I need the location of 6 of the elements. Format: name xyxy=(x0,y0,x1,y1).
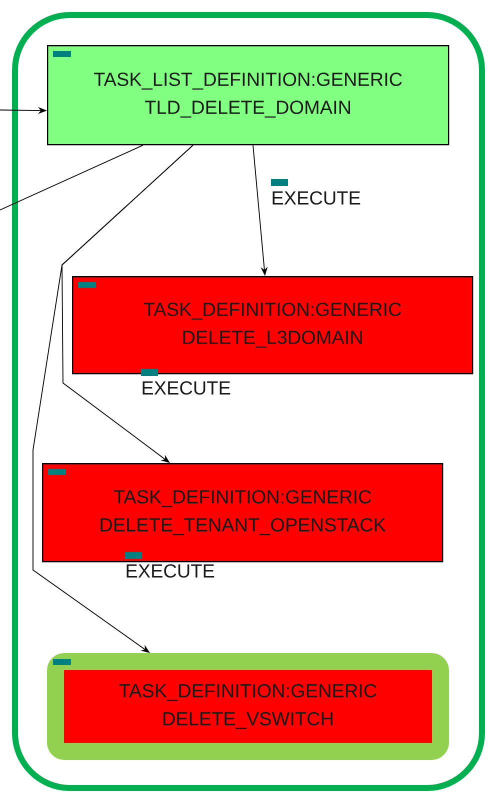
task-list-box: TASK_LIST_DEFINITION:GENERIC TLD_DELETE_DOMAIN xyxy=(47,45,450,146)
task-box: TASK_DEFINITION:GENERIC DELETE_L3DOMAIN xyxy=(72,276,474,374)
task-box: TASK_DEFINITION:GENERIC DELETE_VSWITCH xyxy=(47,653,449,760)
edge-label: EXECUTE xyxy=(270,179,362,206)
arrow xyxy=(32,144,194,653)
task-box: TASK_DEFINITION:GENERIC DELETE_TENANT_OPENSTACK xyxy=(42,463,444,562)
